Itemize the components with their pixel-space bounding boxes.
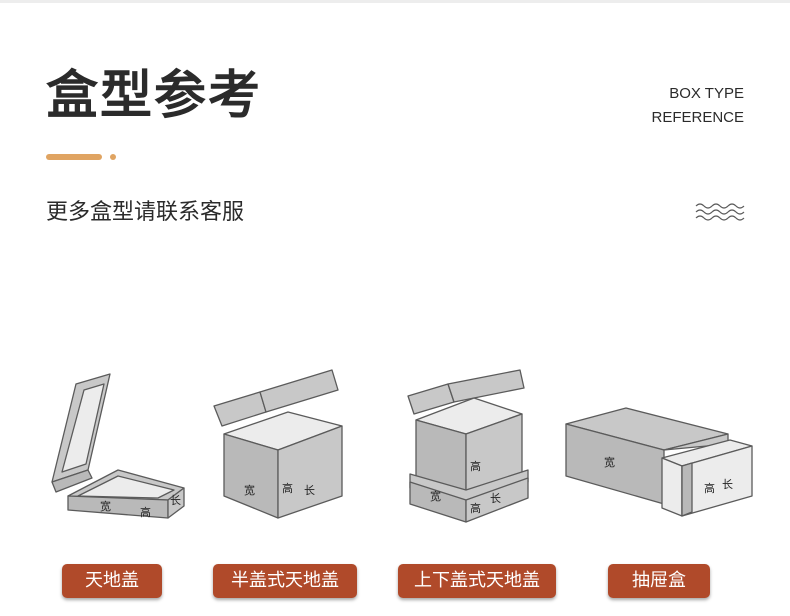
page-title: 盒型参考 xyxy=(46,66,263,126)
width-label: 宽 xyxy=(100,499,111,513)
height-label-lower: 高 xyxy=(470,501,481,515)
height-label: 高 xyxy=(140,505,151,519)
box-illustration-lid-base: 宽 高 长 xyxy=(51,373,185,519)
height-label: 高 xyxy=(470,459,481,473)
base-front xyxy=(67,495,169,519)
accent-dot xyxy=(110,154,116,160)
wave-lines-icon xyxy=(695,203,745,221)
box-right-face xyxy=(277,425,343,519)
length-label: 长 xyxy=(722,478,733,491)
subtitle: 更多盒型请联系客服 xyxy=(46,200,245,225)
length-label: 长 xyxy=(304,484,315,497)
lid-inner xyxy=(61,383,105,473)
english-title: BOX TYPE REFERENCE xyxy=(651,82,744,130)
english-title-line2: REFERENCE xyxy=(651,109,744,126)
width-label: 宽 xyxy=(604,455,615,469)
height-label: 高 xyxy=(704,481,715,495)
box-illustration-drawer: 宽 高 长 xyxy=(565,407,753,517)
top-divider xyxy=(0,0,790,3)
box-label-top-bottom-lid: 上下盖式天地盖 xyxy=(398,564,556,598)
lid-right xyxy=(259,369,339,413)
width-label: 宽 xyxy=(244,483,255,497)
english-title-line1: BOX TYPE xyxy=(669,85,744,102)
box-label-lid-base: 天地盖 xyxy=(62,564,162,598)
length-label: 长 xyxy=(490,492,501,505)
width-label: 宽 xyxy=(430,489,441,503)
height-label: 高 xyxy=(282,481,293,495)
box-label-half-lid: 半盖式天地盖 xyxy=(213,564,357,598)
accent-bar xyxy=(46,154,102,160)
lid-right xyxy=(447,369,525,403)
length-label: 长 xyxy=(170,494,181,507)
box-illustration-top-bottom-lid: 高 宽 高 长 xyxy=(407,369,529,523)
box-illustration-half-lid: 宽 高 长 xyxy=(213,369,343,519)
box-label-drawer: 抽屉盒 xyxy=(608,564,710,598)
lid-left xyxy=(213,391,267,427)
